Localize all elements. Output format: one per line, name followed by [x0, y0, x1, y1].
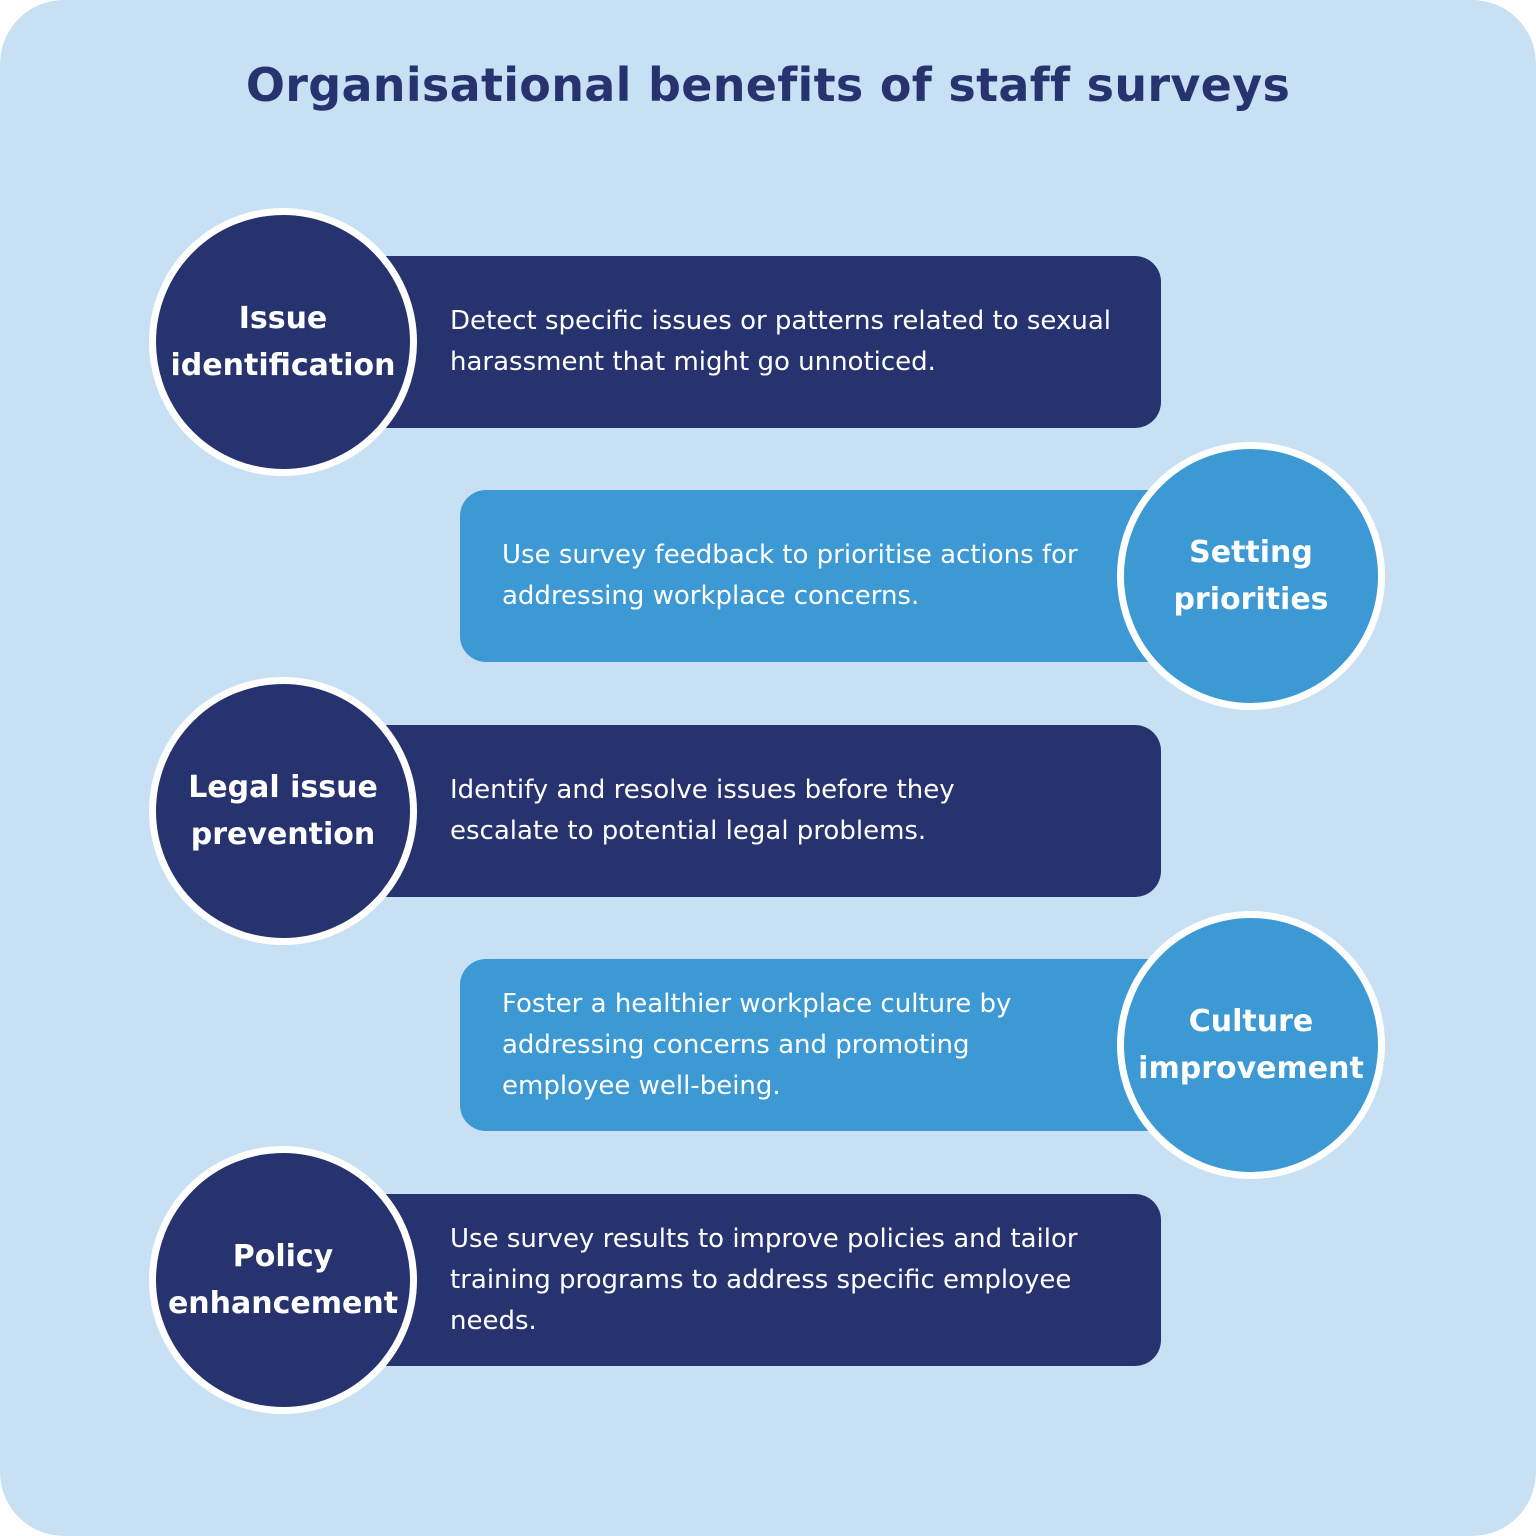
benefit-label-line: improvement [1138, 1051, 1364, 1086]
benefit-label-line: Legal issue [188, 770, 378, 805]
benefit-card-setting-priorities: Use survey feedback to prioritise action… [460, 490, 1240, 662]
benefit-card-issue-identification: Detect specific issues or patterns relat… [330, 256, 1161, 428]
benefit-label: Policy enhancement [163, 1233, 403, 1327]
benefit-label-line: Issue [238, 301, 328, 336]
benefit-card-policy-enhancement: Use survey results to improve policies a… [330, 1194, 1161, 1366]
benefit-description: Detect specific issues or patterns relat… [450, 306, 1111, 377]
page-title: Organisational benefits of staff surveys [245, 58, 1291, 112]
benefit-label: Issue identification [163, 295, 403, 389]
benefit-circle-issue-identification: Issue identification [149, 208, 417, 476]
benefit-label: Setting priorities [1131, 529, 1371, 623]
benefit-label-line: enhancement [167, 1286, 399, 1321]
benefit-description: Foster a healthier workplace culture by … [502, 988, 1012, 1101]
benefit-card-culture-improvement: Foster a healthier workplace culture by … [460, 959, 1240, 1131]
benefit-description: Use survey results to improve policies a… [450, 1223, 1078, 1336]
benefit-description: Identify and resolve issues before they … [450, 775, 955, 846]
benefit-label: Culture improvement [1131, 998, 1371, 1092]
benefit-label-line: prevention [190, 817, 376, 852]
benefit-circle-legal-issue-prevention: Legal issue prevention [149, 677, 417, 945]
benefit-label-line: Policy [232, 1239, 334, 1274]
benefit-circle-culture-improvement: Culture improvement [1117, 911, 1385, 1179]
benefit-card-legal-issue-prevention: Identify and resolve issues before they … [330, 725, 1161, 897]
benefit-label-line: Setting [1189, 535, 1313, 570]
benefit-description: Use survey feedback to prioritise action… [502, 540, 1078, 611]
benefit-label-line: priorities [1173, 582, 1329, 617]
benefit-circle-policy-enhancement: Policy enhancement [149, 1146, 417, 1414]
benefit-label-line: Culture [1188, 1004, 1314, 1039]
benefit-circle-setting-priorities: Setting priorities [1117, 442, 1385, 710]
benefit-label-line: identification [170, 348, 396, 383]
benefit-label: Legal issue prevention [163, 764, 403, 858]
